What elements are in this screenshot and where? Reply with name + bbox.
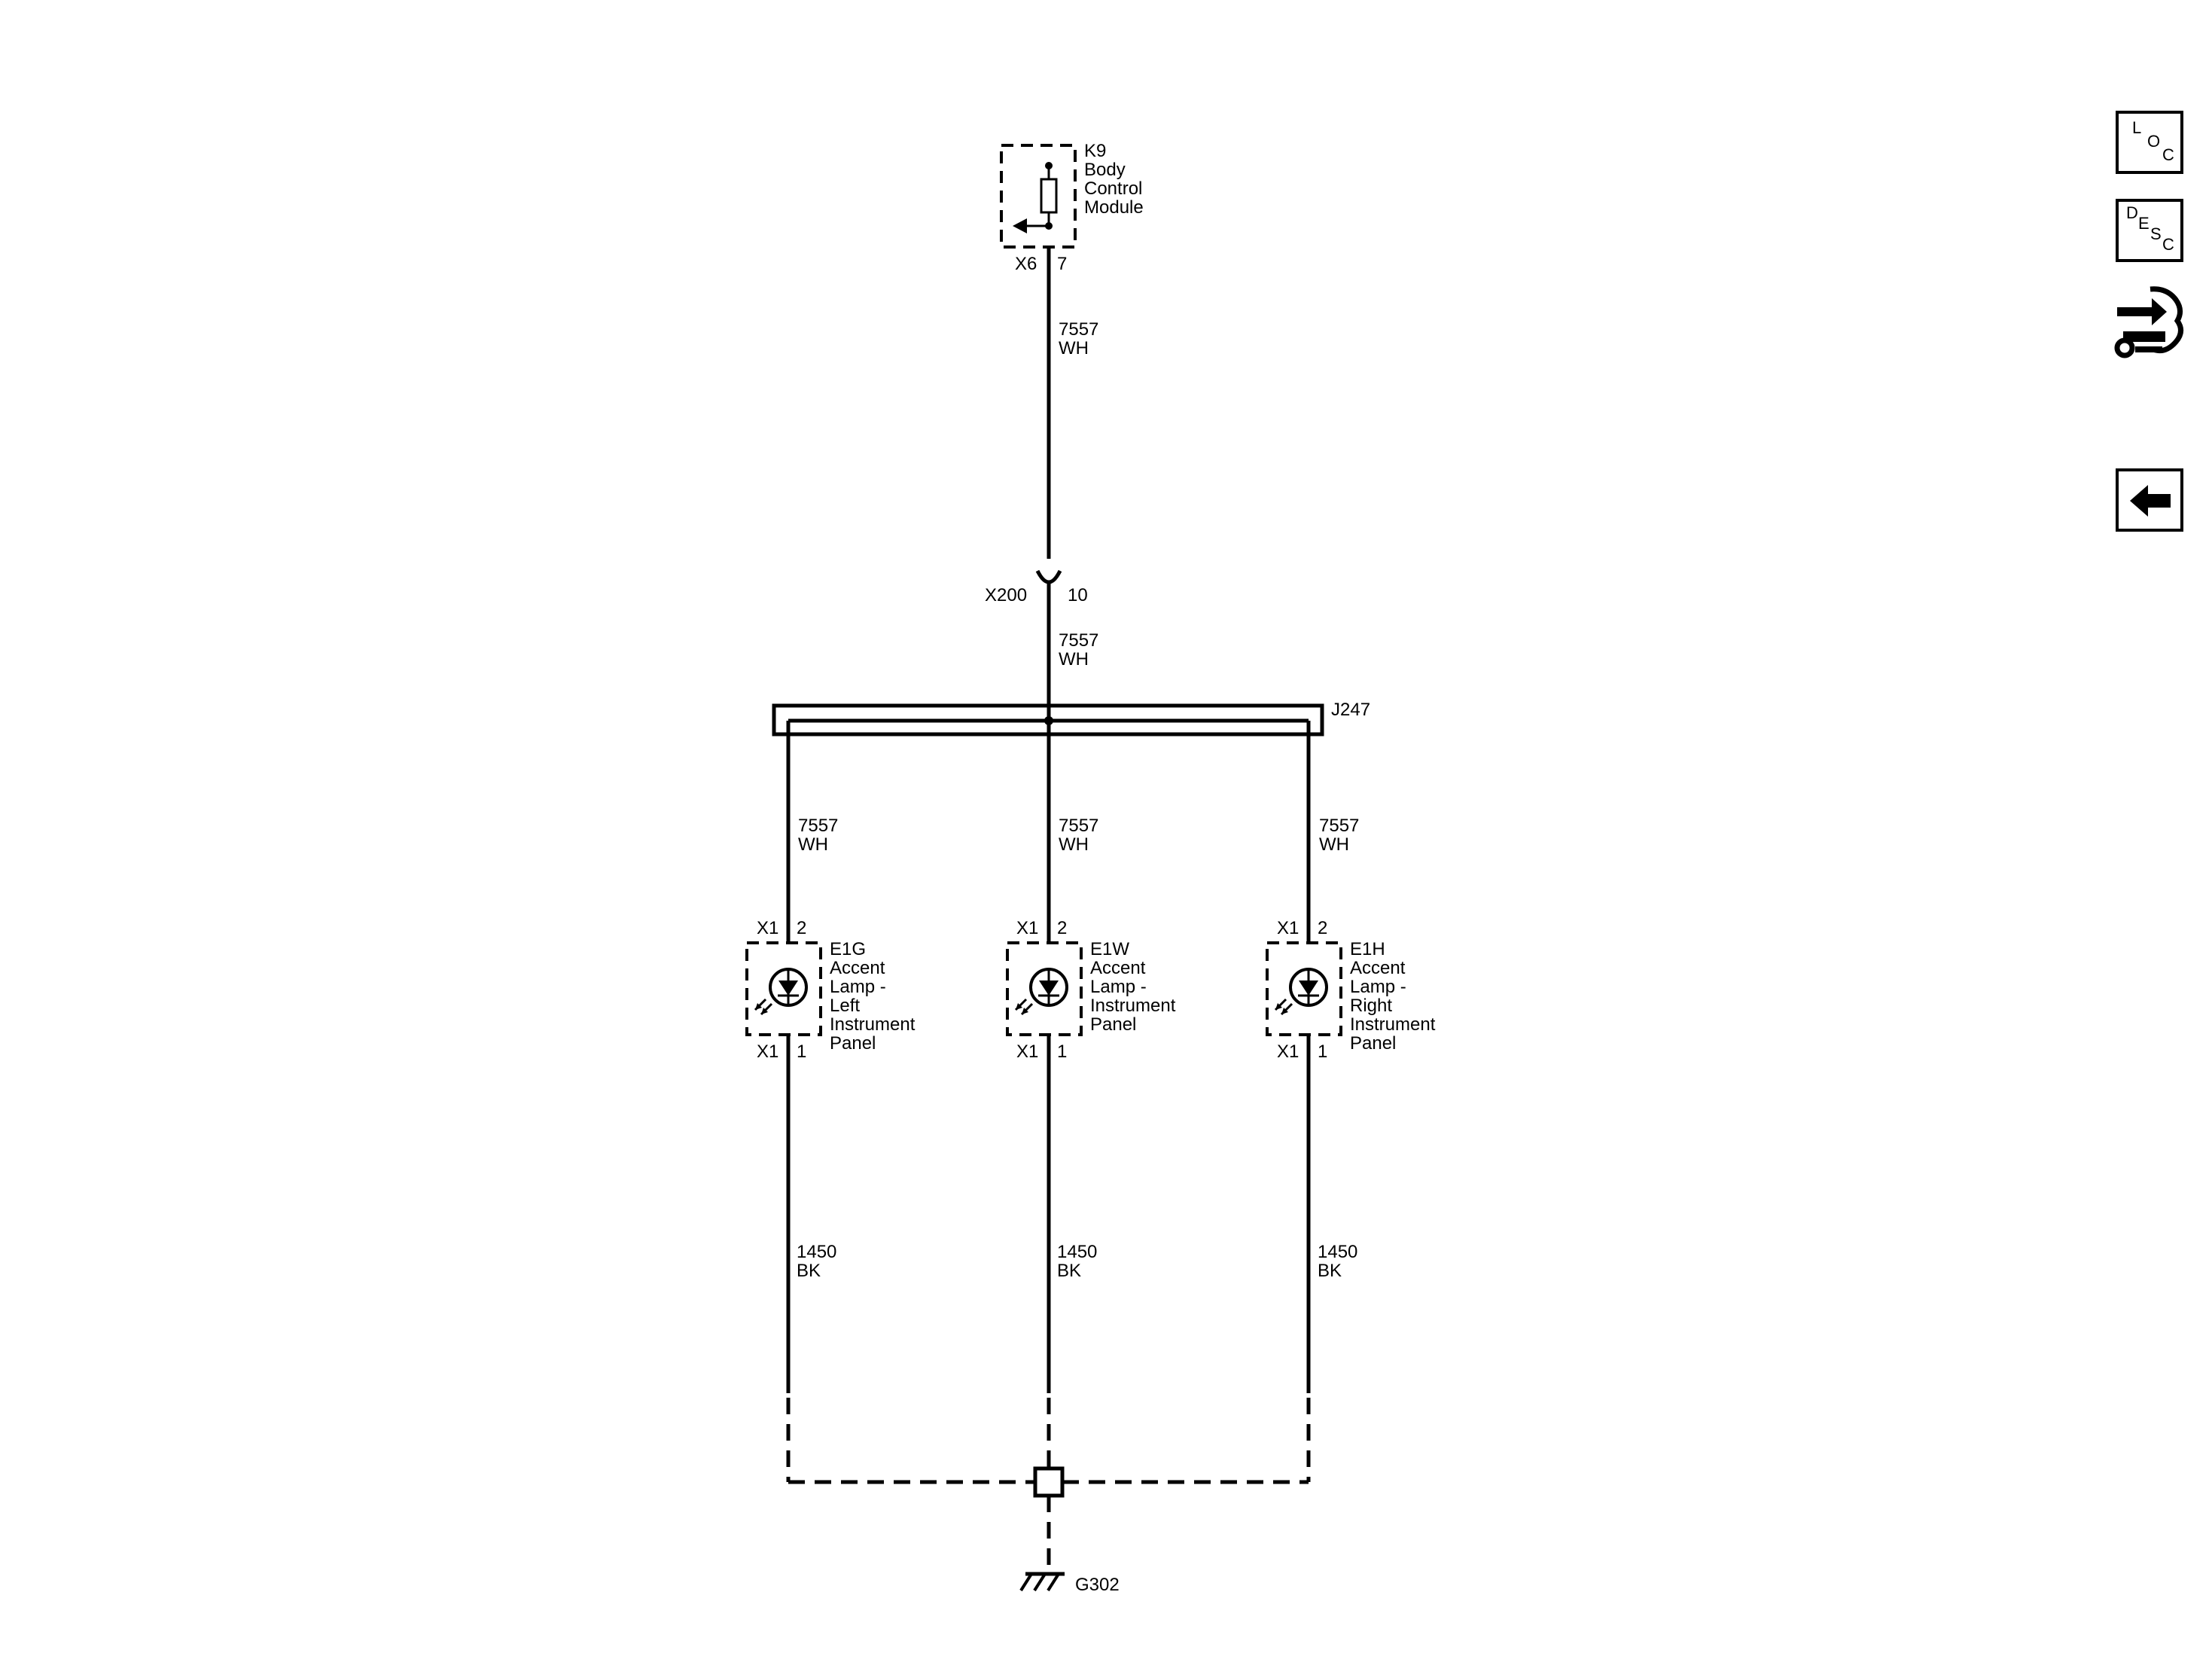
g302-ground: G302 <box>1019 1572 1120 1595</box>
e1h-name-line-4: Instrument <box>1350 1014 1436 1035</box>
e1g-top-connector: X1 <box>757 918 778 938</box>
lamp-icon <box>754 968 808 1016</box>
k9-name-line-3: Module <box>1084 197 1144 218</box>
e1g-name-line-3: Left <box>830 996 860 1016</box>
k9-connector-label: X6 <box>1015 254 1037 274</box>
desc-letter-d: D <box>2126 203 2138 222</box>
e1h-bottom-connector: X1 <box>1277 1041 1299 1062</box>
e1h-name-line-2: Lamp - <box>1350 977 1406 997</box>
desc-letter-s: S <box>2150 224 2162 243</box>
e1g-bottom-pin: 1 <box>797 1041 806 1062</box>
wire-k9-x200-circuit: 7557 <box>1059 319 1098 340</box>
wire-j247-e1g-color: WH <box>798 834 828 855</box>
e1w-name-line-4: Panel <box>1090 1014 1136 1035</box>
e1w-top-connector: X1 <box>1016 918 1038 938</box>
loc-letter-c: C <box>2162 145 2174 164</box>
e1w-name-line-3: Instrument <box>1090 996 1176 1016</box>
e1h-accent-lamp-right: X1 2 E1H Accent Lamp - Right Instrument … <box>1266 918 1436 1062</box>
e1h-top-connector: X1 <box>1277 918 1299 938</box>
wire-e1g-ground-circuit: 1450 <box>797 1242 836 1262</box>
wire-j247-e1h-circuit: 7557 <box>1319 816 1359 836</box>
e1w-name-line-2: Lamp - <box>1090 977 1147 997</box>
lamp-icon <box>1274 968 1328 1016</box>
e1w-name-line-1: Accent <box>1090 958 1146 978</box>
wire-x200-j247-circuit: 7557 <box>1059 630 1098 651</box>
e1h-top-pin: 2 <box>1318 918 1327 938</box>
e1g-name-line-2: Lamp - <box>830 977 886 997</box>
loc-letter-o: O <box>2147 132 2161 151</box>
wire-j247-e1w-circuit: 7557 <box>1059 816 1098 836</box>
wire-e1w-ground-circuit: 1450 <box>1057 1242 1097 1262</box>
e1h-name-line-1: Accent <box>1350 958 1406 978</box>
wire-e1w-ground-color: BK <box>1057 1261 1081 1281</box>
x200-inline-connector: X200 10 <box>985 569 1088 605</box>
x200-pin-label: 10 <box>1068 585 1088 605</box>
wire-e1h-ground-color: BK <box>1318 1261 1342 1281</box>
wire-j247-e1w-color: WH <box>1059 834 1089 855</box>
e1g-name-line-4: Instrument <box>830 1014 916 1035</box>
g302-id-label: G302 <box>1075 1575 1120 1595</box>
e1g-name-line-5: Panel <box>830 1033 876 1054</box>
loc-button[interactable]: L O C <box>2116 111 2183 174</box>
lamp-icon <box>1014 968 1068 1016</box>
e1h-name-line-3: Right <box>1350 996 1392 1016</box>
k9-name-line-2: Control <box>1084 178 1142 199</box>
back-button[interactable] <box>2116 468 2183 532</box>
e1w-top-pin: 2 <box>1057 918 1067 938</box>
e1g-id-label: E1G <box>830 939 866 959</box>
wire-j247-e1h-color: WH <box>1319 834 1349 855</box>
e1g-bottom-connector: X1 <box>757 1041 778 1062</box>
wire-e1h-ground-circuit: 1450 <box>1318 1242 1357 1262</box>
wire-j247-e1g-circuit: 7557 <box>798 816 838 836</box>
e1h-bottom-pin: 1 <box>1318 1041 1327 1062</box>
e1g-accent-lamp-left: X1 2 E1G Accent Lamp - Left Instrument P… <box>745 918 916 1062</box>
k9-body-control-module: K9 Body Control Module X6 7 <box>1000 141 1144 274</box>
e1g-name-line-1: Accent <box>830 958 885 978</box>
k9-id-label: K9 <box>1084 141 1106 161</box>
e1w-bottom-connector: X1 <box>1016 1041 1038 1062</box>
e1h-id-label: E1H <box>1350 939 1385 959</box>
x200-id-label: X200 <box>985 585 1027 605</box>
j247-id-label: J247 <box>1331 700 1370 720</box>
desc-letter-e: E <box>2138 214 2150 233</box>
e1w-id-label: E1W <box>1090 939 1129 959</box>
k9-pin-label: 7 <box>1057 254 1067 274</box>
k9-name-line-1: Body <box>1084 160 1126 180</box>
e1w-bottom-pin: 1 <box>1057 1041 1067 1062</box>
desc-letter-c: C <box>2162 235 2174 254</box>
e1g-top-pin: 2 <box>797 918 806 938</box>
wire-k9-x200-color: WH <box>1059 338 1089 358</box>
e1w-accent-lamp-center: X1 2 E1W Accent Lamp - Instrument Panel … <box>1006 918 1176 1062</box>
back-arrow-icon <box>2130 485 2171 517</box>
wire-e1g-ground-color: BK <box>797 1261 821 1281</box>
connector-end-view-icon[interactable] <box>2113 285 2188 363</box>
wire-x200-j247-color: WH <box>1059 649 1089 669</box>
loc-letter-l: L <box>2132 118 2142 137</box>
j247-splice: J247 <box>772 700 1370 737</box>
desc-button[interactable]: D E S C <box>2116 199 2183 262</box>
e1h-name-line-5: Panel <box>1350 1033 1396 1054</box>
ground-bus-dashed <box>786 1398 1311 1570</box>
